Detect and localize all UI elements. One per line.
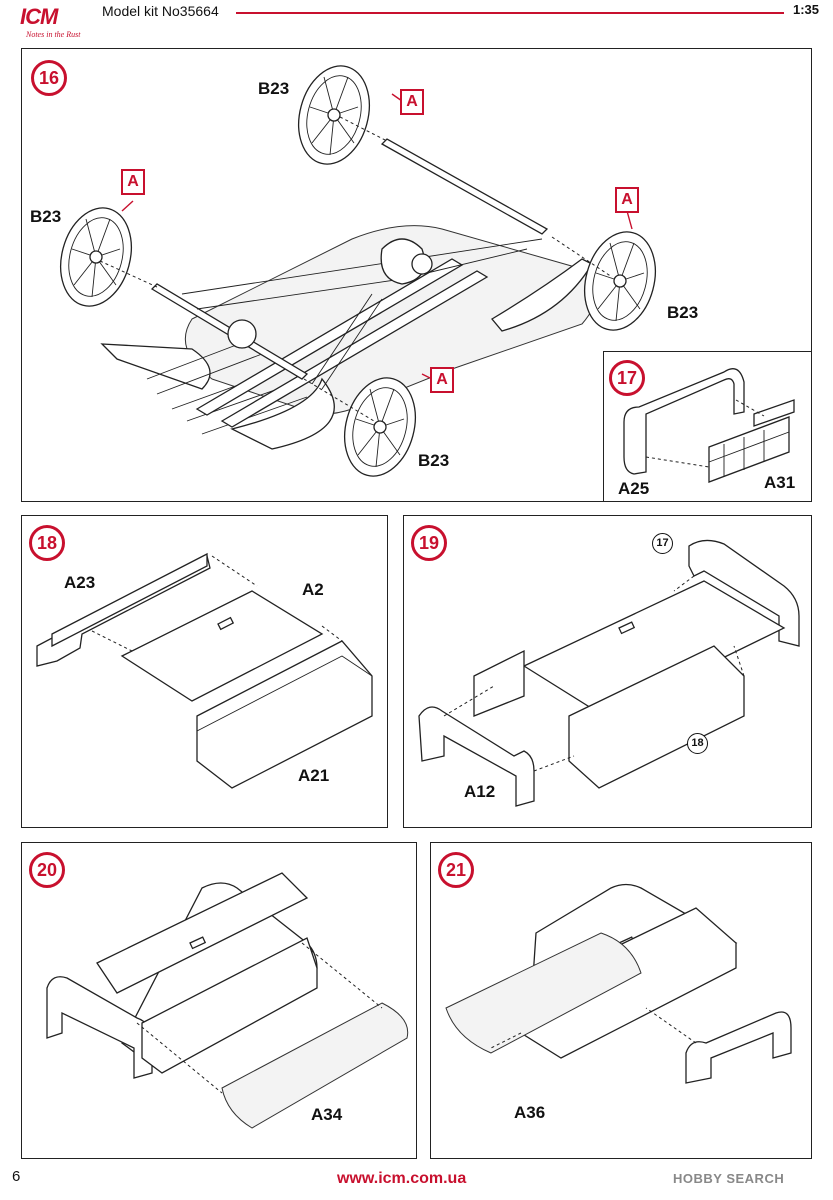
step-20-number: 20 [29, 852, 65, 888]
website-link[interactable]: www.icm.com.ua [337, 1170, 467, 1187]
step-16-illustration [60, 65, 656, 477]
step-18-panel: 18 A23 A2 A21 [21, 515, 388, 828]
paint-tag-a-2: A [121, 169, 145, 195]
icm-logo-text: ICM [20, 4, 58, 29]
step-20-panel: 20 A34 [21, 842, 417, 1159]
step-19-panel: 19 17 18 A12 [403, 515, 812, 828]
header-rule [236, 12, 784, 14]
step-18-illustration [36, 552, 373, 789]
paint-tag-a-1: A [400, 89, 424, 115]
scale-label: 1:35 [793, 2, 820, 17]
step-20-illustration [46, 872, 409, 1129]
step-17-panel: 17 A25 A31 [603, 351, 812, 502]
step-21-panel: 21 A36 [430, 842, 812, 1159]
paint-tag-a-3: A [615, 187, 639, 213]
part-label-a34: A34 [311, 1105, 343, 1124]
part-label-a36: A36 [514, 1103, 546, 1122]
part-label-b23-front-right: B23 [418, 451, 450, 470]
part-label-a31: A31 [764, 473, 796, 492]
part-label-a25: A25 [618, 479, 650, 498]
wheel-rear-right [584, 231, 656, 331]
icm-logo-slogan: Notes in the Rust [26, 30, 81, 39]
part-label-b23-front-left: B23 [30, 207, 62, 226]
wheel-front-right [344, 377, 416, 477]
step-18-number: 18 [29, 525, 65, 561]
hobby-search-watermark: HOBBY SEARCH [673, 1171, 784, 1186]
step-17-number: 17 [609, 360, 645, 396]
part-label-b23-rear-left: B23 [258, 79, 290, 98]
watermark-text: HOBBY SEARCH [673, 1171, 785, 1186]
part-label-a12: A12 [464, 782, 496, 801]
part-label-a23: A23 [64, 573, 96, 592]
step-19-illustration [418, 539, 800, 807]
step-17-illustration [623, 368, 795, 483]
icm-logo: ICM Notes in the Rust [6, 4, 88, 46]
step-16-number: 16 [31, 60, 67, 96]
ref-step-18: 18 [687, 733, 708, 754]
part-label-b23-rear-right: B23 [667, 303, 699, 322]
paint-tag-a-4: A [430, 367, 454, 393]
step-21-number: 21 [438, 852, 474, 888]
part-label-a21: A21 [298, 766, 330, 785]
wheel-rear-left [298, 65, 370, 165]
step-19-number: 19 [411, 525, 447, 561]
step-16-panel: 16 B23 B23 B23 B23 A A A A [21, 48, 812, 502]
page-number: 6 [12, 1168, 21, 1185]
step-21-illustration [445, 883, 792, 1084]
model-kit-title: Model kit No35664 [102, 3, 219, 19]
ref-step-17: 17 [652, 533, 673, 554]
wheel-front-left [60, 207, 132, 307]
part-label-a2: A2 [302, 580, 324, 599]
